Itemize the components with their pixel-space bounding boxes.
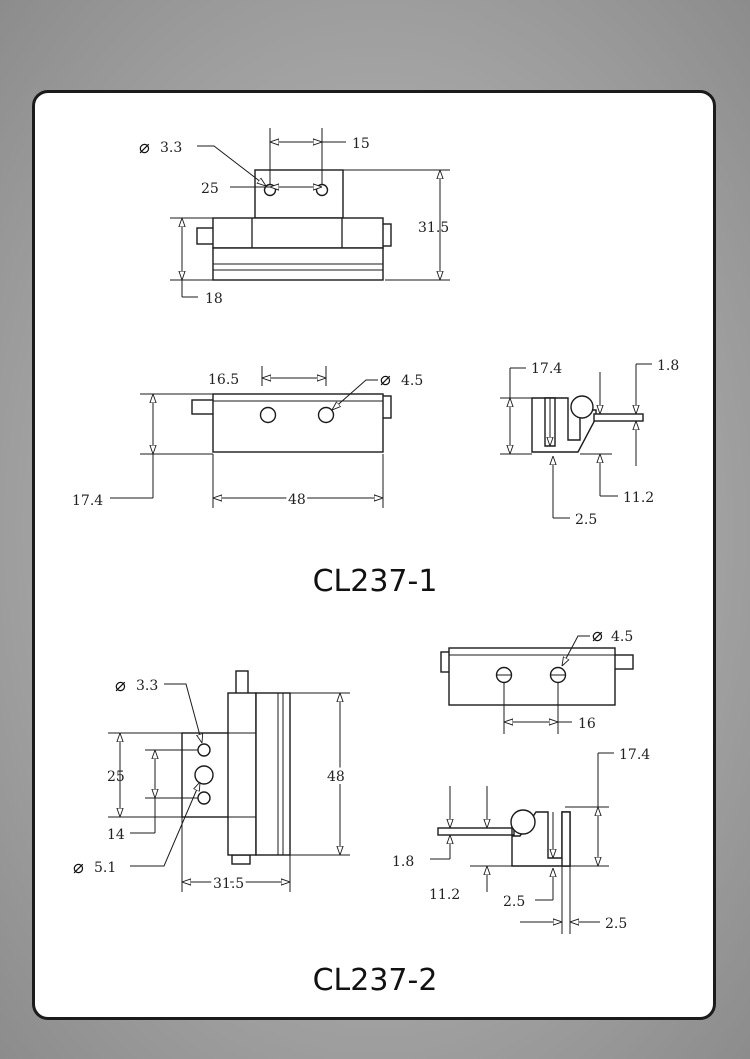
diameter-symbol-icon: ⌀ xyxy=(73,857,84,878)
dim-edge-offset: 14 xyxy=(107,827,125,843)
dim-front-hole-dia: 4.5 xyxy=(401,373,423,389)
model-title-cl237-1: CL237-1 xyxy=(313,564,438,599)
dim-hole-dia: 3.3 xyxy=(160,140,182,156)
model-title-cl237-2: CL237-2 xyxy=(313,963,438,998)
dim-side-gap: 2.5 xyxy=(575,512,597,528)
dim-front-hole-spacing: 16.5 xyxy=(208,372,239,388)
dim-small-hole-dia: 3.3 xyxy=(136,678,158,694)
diameter-symbol-icon: ⌀ xyxy=(115,675,126,696)
cl237-1-top-view: 15 25 ⌀ 3.3 31.5 18 xyxy=(139,128,450,307)
dim-side2-gap: 2.5 xyxy=(503,894,525,910)
dim-large-hole-dia: 5.1 xyxy=(94,860,116,876)
cl237-1-front-view: 16.5 ⌀ 4.5 17.4 48 xyxy=(72,366,423,511)
cl237-2-top-view: ⌀ 4.5 16 xyxy=(440,625,634,734)
dim-side-height: 17.4 xyxy=(531,361,562,377)
dim-side2-thickness: 1.8 xyxy=(392,854,414,870)
dim-hole-span: 25 xyxy=(107,769,125,785)
dim-front-width: 48 xyxy=(288,492,306,508)
dim-total-height: 31.5 xyxy=(418,220,449,236)
dim-side2-plate: 2.5 xyxy=(605,916,627,932)
dim-width: 31.5 xyxy=(213,876,244,892)
dim-front-height: 17.4 xyxy=(72,493,103,509)
dim-side2-height: 17.4 xyxy=(619,747,650,763)
cl237-2-left-view: ⌀ 3.3 25 14 ⌀ 5.1 48 31.5 xyxy=(73,670,350,895)
dim-top-hole-spacing: 16 xyxy=(578,716,596,732)
dim-side-thickness: 1.8 xyxy=(657,358,679,374)
cl237-2-side-view: 17.4 1.8 11.2 2.5 2.5 xyxy=(392,747,650,934)
dim-top-hole-dia: 4.5 xyxy=(611,629,633,645)
diameter-symbol-icon: ⌀ xyxy=(592,625,603,646)
dim-side-offset: 11.2 xyxy=(623,490,654,506)
dim-side2-offset: 11.2 xyxy=(429,887,460,903)
dim-length: 48 xyxy=(327,769,345,785)
diameter-symbol-icon: ⌀ xyxy=(139,137,150,158)
diameter-symbol-icon: ⌀ xyxy=(380,369,391,390)
dim-knuckle-height: 18 xyxy=(205,291,223,307)
dim-hole-spacing: 15 xyxy=(352,136,370,152)
dim-overall-length: 25 xyxy=(201,181,219,197)
cl237-1-side-view: 17.4 1.8 11.2 2.5 xyxy=(500,358,679,528)
